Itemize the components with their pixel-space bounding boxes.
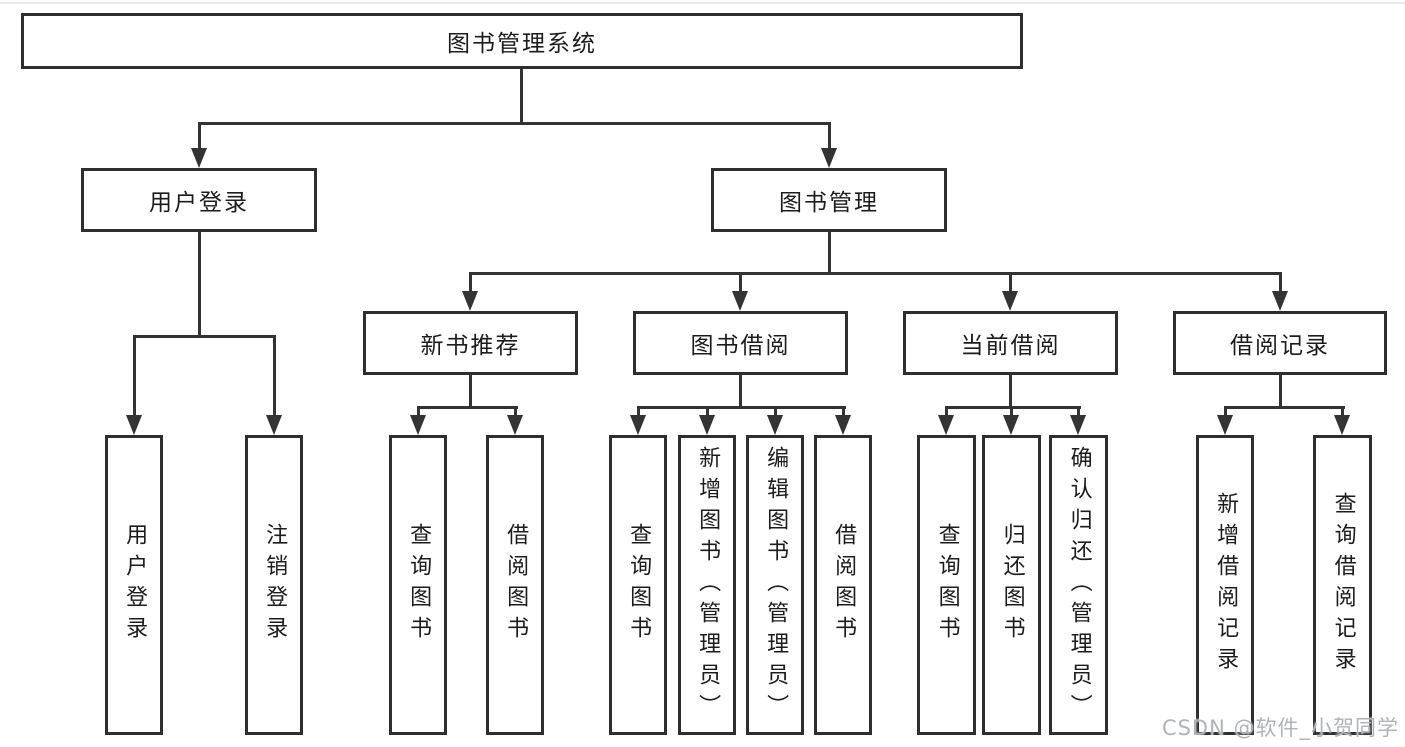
arrow-down-icon bbox=[767, 406, 783, 435]
node-book-management: 图书管理 bbox=[711, 168, 947, 232]
connector-records-stem bbox=[1279, 375, 1282, 409]
leaf-query-books-borrowing: 查询图书 bbox=[609, 435, 667, 735]
connector-borrowing-branch bbox=[637, 406, 846, 409]
node-label: 查询图书 bbox=[626, 523, 652, 647]
arrow-down-icon bbox=[835, 406, 851, 435]
leaf-borrow-books-borrowing: 借阅图书 bbox=[814, 435, 872, 735]
top-edge-divider bbox=[0, 2, 1405, 4]
connector-book-mgmt-stem bbox=[828, 232, 831, 275]
connector-root-stem bbox=[520, 69, 523, 125]
node-label: 新书推荐 bbox=[420, 333, 521, 359]
connector-recommend-branch bbox=[418, 406, 518, 409]
leaf-add-book-admin: 新增图书（管理员） bbox=[678, 435, 736, 735]
node-label: 编辑图书（管理员） bbox=[763, 445, 789, 725]
connector-root-branch bbox=[198, 122, 831, 125]
node-label: 查询图书 bbox=[406, 523, 432, 647]
leaf-query-books-current: 查询图书 bbox=[917, 435, 976, 735]
arrow-down-icon bbox=[266, 335, 282, 435]
leaf-borrow-books-recommend: 借阅图书 bbox=[486, 435, 544, 735]
node-label: 借阅图书 bbox=[831, 523, 857, 647]
node-library-management-system: 图书管理系统 bbox=[21, 13, 1023, 69]
leaf-return-book: 归还图书 bbox=[982, 435, 1041, 735]
connector-current-stem bbox=[1009, 375, 1012, 409]
connector-records-branch bbox=[1224, 406, 1345, 409]
node-new-book-recommendation: 新书推荐 bbox=[363, 311, 578, 375]
node-label: 注销登录 bbox=[262, 523, 288, 647]
leaf-edit-book-admin: 编辑图书（管理员） bbox=[746, 435, 804, 735]
connector-borrowing-stem bbox=[739, 375, 742, 409]
node-user-login: 用户登录 bbox=[81, 168, 317, 232]
node-borrowing-records: 借阅记录 bbox=[1173, 311, 1387, 375]
arrow-down-icon bbox=[821, 122, 837, 168]
arrow-down-icon bbox=[1272, 272, 1288, 311]
leaf-query-borrow-record: 查询借阅记录 bbox=[1313, 435, 1372, 735]
arrow-down-icon bbox=[938, 406, 954, 435]
arrow-down-icon bbox=[732, 272, 748, 311]
arrow-down-icon bbox=[630, 406, 646, 435]
node-label: 图书管理 bbox=[779, 190, 879, 216]
node-label: 用户登录 bbox=[122, 523, 148, 647]
node-label: 图书管理系统 bbox=[447, 31, 597, 57]
node-label: 归还图书 bbox=[999, 523, 1025, 647]
node-label: 借阅图书 bbox=[503, 523, 529, 647]
connector-user-login-branch bbox=[133, 335, 276, 338]
node-current-borrowing: 当前借阅 bbox=[903, 311, 1118, 375]
node-label: 新增图书（管理员） bbox=[695, 445, 721, 725]
arrow-down-icon bbox=[507, 406, 523, 435]
node-label: 用户登录 bbox=[149, 190, 249, 216]
leaf-user-login: 用户登录 bbox=[105, 435, 163, 735]
connector-user-login-stem bbox=[198, 232, 201, 338]
node-label: 查询借阅记录 bbox=[1330, 492, 1356, 678]
node-label: 借阅记录 bbox=[1230, 333, 1330, 359]
arrow-down-icon bbox=[1334, 406, 1350, 435]
leaf-add-borrow-record: 新增借阅记录 bbox=[1196, 435, 1254, 735]
arrow-down-icon bbox=[1217, 406, 1233, 435]
arrow-down-icon bbox=[1002, 272, 1018, 311]
connector-recommend-stem bbox=[469, 375, 472, 409]
node-label: 图书借阅 bbox=[690, 333, 791, 359]
leaf-confirm-return-admin: 确认归还（管理员） bbox=[1049, 435, 1108, 735]
connector-current-branch bbox=[945, 406, 1081, 409]
node-label: 当前借阅 bbox=[960, 333, 1061, 359]
node-label: 确认归还（管理员） bbox=[1066, 445, 1092, 725]
node-label: 新增借阅记录 bbox=[1213, 492, 1239, 678]
csdn-watermark: CSDN @软件_小贺同学 bbox=[1161, 716, 1399, 740]
leaf-logout: 注销登录 bbox=[245, 435, 303, 735]
connector-book-mgmt-branch bbox=[469, 272, 1282, 275]
arrow-down-icon bbox=[1003, 406, 1019, 435]
arrow-down-icon bbox=[410, 406, 426, 435]
node-label: 查询图书 bbox=[934, 523, 960, 647]
arrow-down-icon bbox=[191, 122, 207, 168]
node-book-borrowing: 图书借阅 bbox=[633, 311, 848, 375]
arrow-down-icon bbox=[1070, 406, 1086, 435]
arrow-down-icon bbox=[462, 272, 478, 311]
arrow-down-icon bbox=[699, 406, 715, 435]
arrow-down-icon bbox=[126, 335, 142, 435]
leaf-query-books-recommend: 查询图书 bbox=[389, 435, 447, 735]
